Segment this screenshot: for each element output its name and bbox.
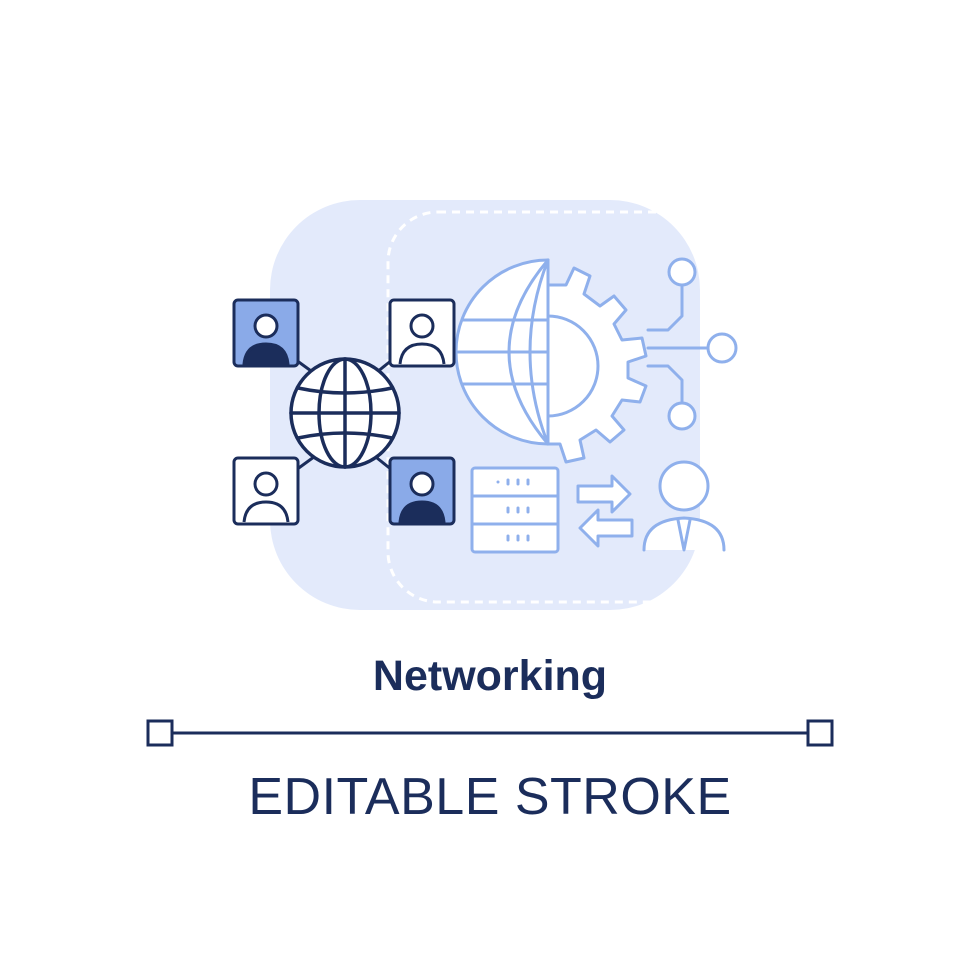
divider-right-handle — [806, 719, 834, 747]
exchange-arrows-icon — [576, 474, 634, 548]
server-icon — [470, 466, 560, 554]
person-icon — [642, 460, 726, 552]
divider-line — [146, 719, 834, 747]
caption-text: EDITABLE STROKE — [248, 768, 732, 826]
user-avatar-icon — [388, 298, 456, 368]
user-avatar-icon — [232, 298, 300, 368]
page-title: Networking — [372, 652, 608, 700]
divider-left-handle — [146, 719, 174, 747]
user-avatar-icon — [232, 456, 300, 526]
globe-gear-icon — [454, 258, 648, 464]
globe-icon — [289, 357, 401, 469]
circuit-nodes-icon — [646, 257, 738, 431]
user-avatar-icon — [388, 456, 456, 526]
